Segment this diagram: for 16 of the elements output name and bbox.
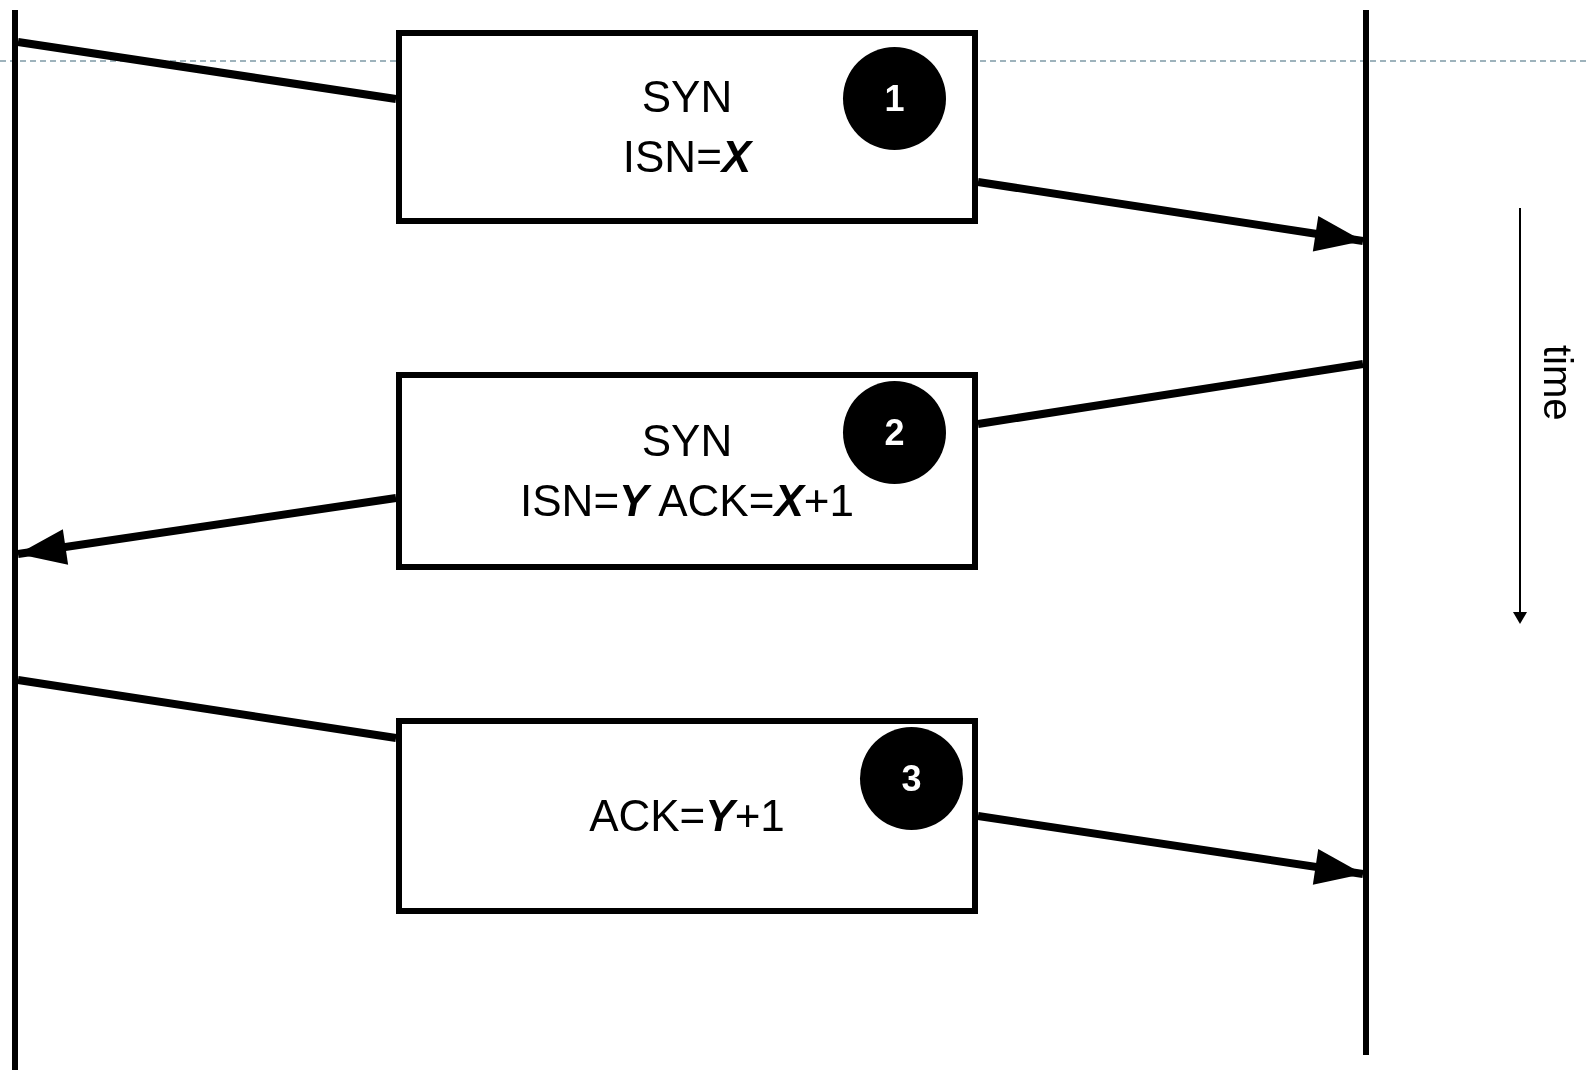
lifeline [1363, 10, 1369, 1055]
message-box [396, 30, 978, 224]
message-box [396, 372, 978, 570]
arrow [977, 178, 1364, 252]
step-number-badge: 3 [860, 727, 963, 830]
message-label: ACK=Y+1 [589, 790, 785, 842]
step-number-badge: 1 [843, 47, 946, 150]
step-number-badge: 2 [843, 381, 946, 484]
message-label: ISN=X [622, 131, 752, 183]
message-label: SYN [641, 415, 733, 467]
message-box [396, 718, 978, 914]
arrow [17, 494, 397, 565]
message-label: SYN [641, 71, 733, 123]
lifeline [12, 10, 18, 1070]
axis-label: time [1535, 345, 1580, 421]
arrow [977, 812, 1364, 885]
